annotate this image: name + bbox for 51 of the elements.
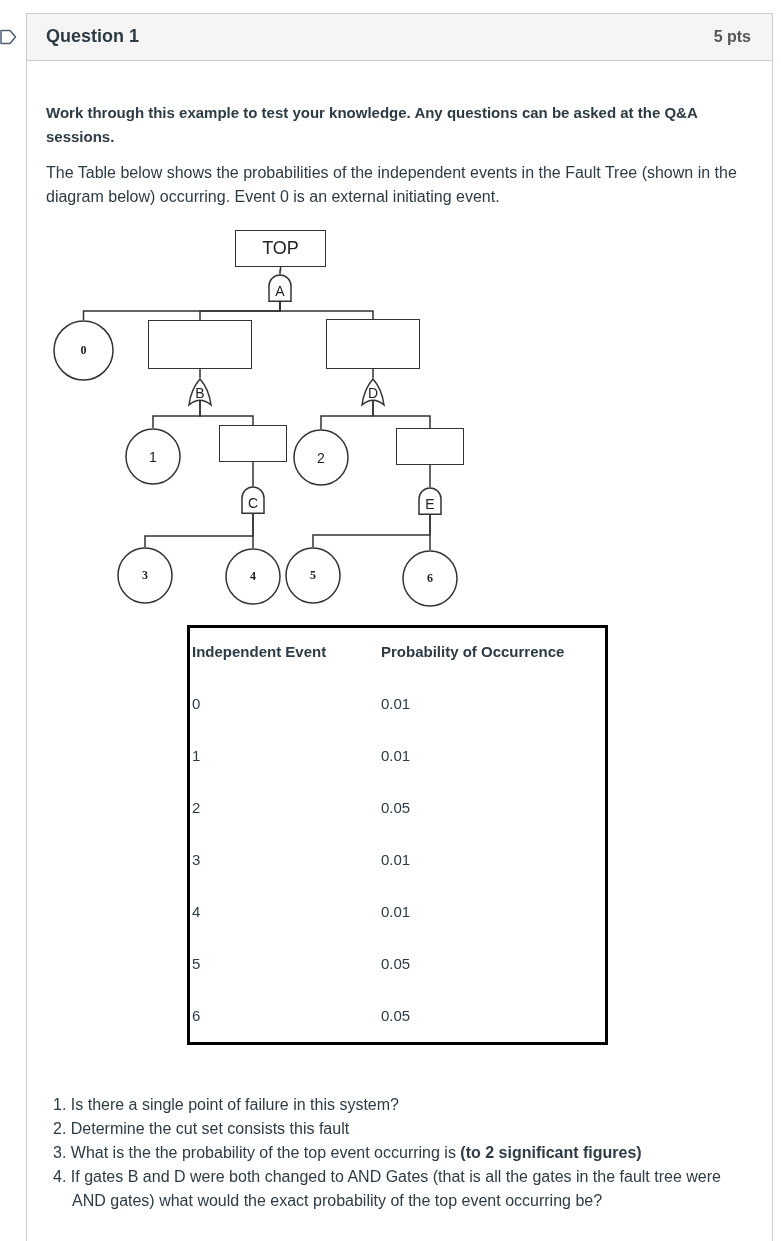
connector-line: [279, 266, 282, 275]
basic-event-circle: 5: [285, 547, 341, 604]
connector-line: [372, 399, 431, 429]
basic-event-circle: 3: [117, 547, 173, 604]
probability-value: 0.05: [381, 798, 411, 818]
intermediate-event-box: [148, 320, 252, 369]
basic-event-circle: 0: [53, 320, 114, 381]
connector-line: [199, 399, 254, 426]
question-item: 1. Is there a single point of failure in this system?: [53, 1095, 399, 1115]
question-item: 2. Determine the cut set consists this fault: [53, 1119, 350, 1139]
event-number: 3: [192, 850, 201, 870]
probability-value: 0.01: [381, 902, 411, 922]
connector-line: [252, 461, 254, 487]
intermediate-event-box: [396, 428, 464, 465]
basic-event-circle: 2: [293, 429, 349, 486]
event-number: 1: [192, 746, 201, 766]
event-number: 6: [192, 1006, 201, 1026]
event-number: 2: [192, 798, 201, 818]
connector-line: [199, 368, 201, 379]
description-text: The Table below shows the probabilities of the independent events in the Fault Tree (shown in the diagram below) occurring. Event 0 is an external initiating event.: [46, 163, 738, 207]
column-header: Probability of Occurrence: [381, 642, 565, 662]
connector-line: [279, 301, 374, 320]
event-number: 5: [192, 954, 201, 974]
or-gate: B: [188, 378, 212, 406]
question-item: 3. What is the the probability of the top event occurring is (to 2 significant figures): [53, 1143, 642, 1163]
probability-value: 0.01: [381, 850, 411, 870]
basic-event-circle: 1: [125, 428, 181, 485]
top-event-box: TOP: [235, 230, 326, 267]
or-gate: D: [361, 378, 385, 406]
event-number: 0: [192, 694, 201, 714]
question-title: Question 1: [46, 25, 139, 48]
instruction-text: Work through this example to test your knowledge. Any questions can be asked at the Q&A sessions.: [46, 103, 699, 147]
probability-value: 0.05: [381, 954, 411, 974]
basic-event-circle: 6: [402, 550, 458, 607]
points-label: 5 pts: [713, 27, 751, 47]
basic-event-circle: 4: [225, 548, 281, 605]
connector-line: [372, 368, 374, 379]
connector-line: [429, 514, 431, 551]
intermediate-event-box: [219, 425, 287, 462]
probability-value: 0.01: [381, 694, 411, 714]
connector-line: [252, 513, 254, 549]
intermediate-event-box: [326, 319, 420, 369]
probability-value: 0.01: [381, 746, 411, 766]
connector-line: [429, 464, 431, 488]
and-gate: A: [268, 274, 292, 302]
question-item: 4. If gates B and D were both changed to AND Gates (that is all the gates in the fault tree were AND gates) what would the exact probability of the top event occurring be?: [53, 1167, 722, 1211]
probability-value: 0.05: [381, 1006, 411, 1026]
event-number: 4: [192, 902, 201, 922]
and-gate: E: [418, 487, 442, 515]
column-header: Independent Event: [192, 642, 327, 662]
and-gate: C: [241, 486, 265, 514]
